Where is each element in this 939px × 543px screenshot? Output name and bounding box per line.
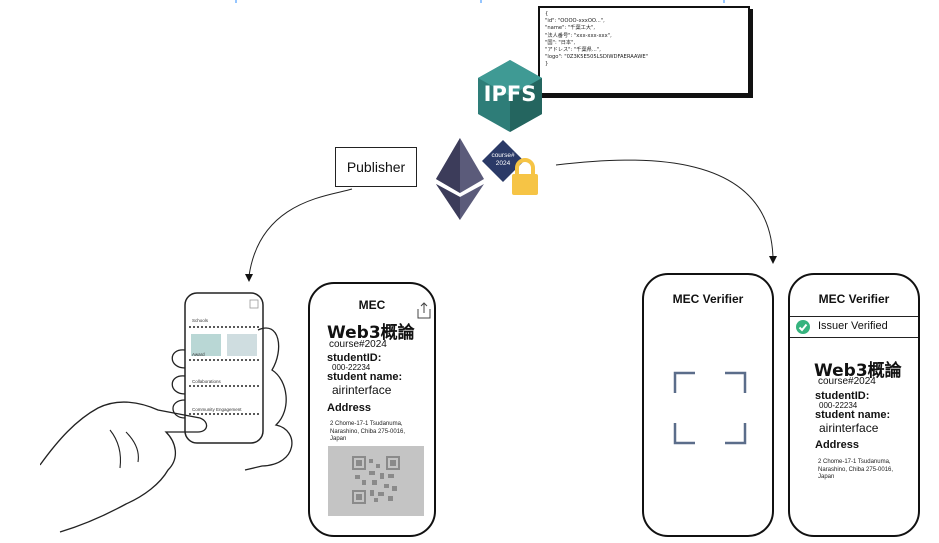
json-line: "国": "日本", (545, 39, 576, 46)
ethereum-icon (436, 138, 484, 220)
publisher-arrowhead (245, 274, 253, 282)
student-name-label: student name: (815, 409, 891, 421)
course-code: course#2024 (818, 376, 876, 387)
hand-phone-illustration: Schools Award Collaborations Community E… (39, 290, 302, 535)
json-line: "name": "千葉工大", (545, 25, 596, 32)
course-code: course#2024 (329, 339, 387, 350)
address-line: Narashino, Chiba 275-0016, (818, 466, 894, 473)
student-id-label: studentID: (327, 352, 382, 364)
verifier-scan-phone: MEC Verifier (642, 273, 774, 537)
share-icon[interactable] (416, 302, 432, 320)
course-token-badge: course# 2024 (482, 140, 524, 182)
credential-header: MEC (358, 298, 386, 312)
course-title: Web3概論 (327, 323, 415, 343)
publisher-arrow (248, 188, 353, 277)
qr-code-icon (352, 456, 400, 504)
verifier-result-phone: MEC Verifier Issuer Verified Web3概論 cour… (788, 273, 920, 537)
json-line: "id": "OOOO-xxxOO...", (545, 18, 605, 25)
address-line: 2 Chome-17-1 Tsudanuma, (818, 459, 891, 465)
lock-icon (510, 158, 540, 196)
publisher-label: Publisher (346, 159, 406, 175)
course-title: Web3概論 (814, 361, 902, 381)
student-id-value: 000-22234 (819, 401, 858, 410)
verifier-arrow (555, 159, 774, 259)
json-metadata-box: { "id": "OOOO-xxxOO...", "name": "千葉工大",… (538, 6, 750, 95)
menu-item-collaborations[interactable]: Collaborations (192, 379, 221, 384)
address-line: 2 Chome-17-1 Tsudanuma, (330, 421, 403, 427)
check-circle-icon (796, 320, 810, 334)
address-text: 2 Chome-17-1 Tsudanuma, Narashino, Chiba… (330, 421, 405, 444)
token-line2: 2024 (495, 160, 511, 167)
token-line1: course# (491, 152, 515, 159)
student-name-label: student name: (327, 371, 403, 383)
credential-phone: MEC Web3概論 course#2024 studentID: 000-22… (308, 282, 436, 537)
ipfs-label: IPFS (483, 82, 537, 106)
address-line: Narashino, Chiba 275-0016, (330, 428, 406, 435)
top-edge-marks (235, 0, 725, 3)
issuer-verified-text: Issuer Verified (818, 320, 888, 332)
student-id-label: studentID: (815, 390, 870, 402)
address-label: Address (815, 439, 860, 451)
ipfs-logo: IPFS (478, 60, 542, 132)
json-line: "アドレス": "千葉県...", (545, 47, 601, 54)
student-name-value: airinterface (332, 383, 392, 397)
issuer-verified-banner: Issuer Verified (790, 316, 918, 338)
menu-item-community[interactable]: Community Engagement (192, 407, 242, 412)
json-line: } (545, 61, 549, 68)
publisher-label-box: Publisher (335, 147, 417, 187)
json-line: { (545, 11, 549, 17)
address-text: 2 Chome-17-1 Tsudanuma, Narashino, Chiba… (818, 459, 893, 482)
json-line: "法人番号": "xxx-xxx-xxx", (545, 32, 612, 39)
menu-item-award[interactable]: Award (192, 352, 205, 357)
address-line: Japan (330, 436, 347, 442)
verifier-arrowhead (769, 256, 777, 264)
scan-frame-icon[interactable] (673, 371, 747, 445)
menu-item-schools[interactable]: Schools (192, 318, 209, 323)
student-name-value: airinterface (819, 421, 879, 435)
json-line: "logo": "0Z3K5E505LSDIWDFAERAAWE" (545, 54, 648, 61)
address-label: Address (327, 402, 372, 414)
address-line: Japan (818, 474, 835, 480)
verifier-result-header: MEC Verifier (818, 292, 890, 306)
student-id-value: 000-22234 (332, 363, 371, 372)
verifier-scan-header: MEC Verifier (672, 292, 744, 306)
qr-code-panel[interactable] (328, 446, 424, 516)
